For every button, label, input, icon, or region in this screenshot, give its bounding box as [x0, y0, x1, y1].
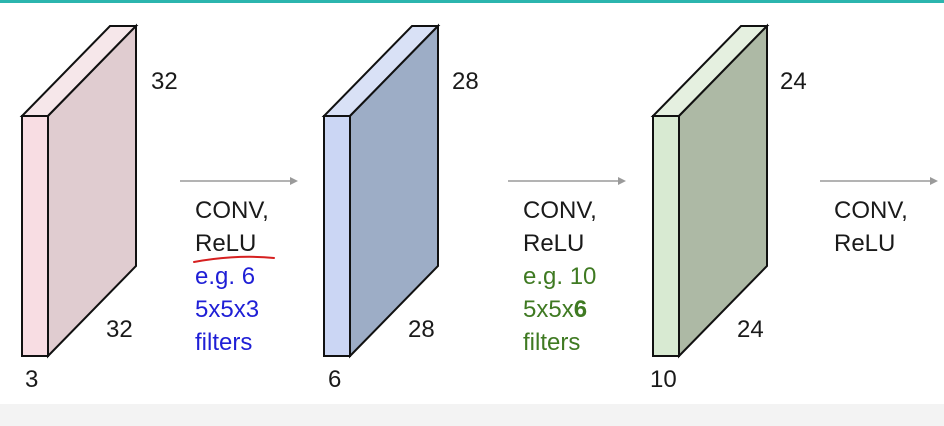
- volume-3: [650, 23, 770, 359]
- step-2-text: CONV, ReLU e.g. 10 5x5x6 filters: [523, 194, 597, 359]
- step-2-line-conv: CONV,: [523, 197, 597, 224]
- volume-3-width-label: 24: [737, 316, 764, 343]
- volume-1-depth-label: 3: [25, 366, 39, 393]
- step-1-text: CONV, ReLU e.g. 6 5x5x3 filters: [195, 194, 269, 359]
- step-2-line-relu: ReLU: [523, 230, 585, 257]
- step-1-line-filters: filters: [195, 329, 253, 356]
- arrow-1: [180, 177, 298, 185]
- relu-underline-annotation: [193, 255, 275, 263]
- step-2-line-example: e.g. 10: [523, 263, 597, 290]
- step-1-filter-size-text: 5x5x3: [195, 296, 260, 323]
- volume-1-width-label: 32: [106, 316, 133, 343]
- step-3-text: CONV, ReLU: [834, 194, 908, 260]
- step-1-line-filter-size: 5x5x3: [195, 293, 269, 326]
- arrow-2: [508, 177, 626, 185]
- volume-2-depth-label: 6: [328, 366, 342, 393]
- volume-2-width-label: 28: [408, 316, 435, 343]
- volume-1-front: [21, 115, 49, 357]
- step-2-line-filter-size: 5x5x6: [523, 293, 597, 326]
- step-2-filter-size-text: 5x5x: [523, 296, 574, 323]
- top-rule: [0, 0, 944, 3]
- volume-2: [321, 23, 441, 359]
- arrow-3: [820, 177, 938, 185]
- volume-1-height-label: 32: [151, 68, 178, 95]
- volume-3-depth-label: 10: [650, 366, 677, 393]
- step-2-line-filters: filters: [523, 329, 581, 356]
- volume-2-front: [323, 115, 351, 357]
- volume-3-front: [652, 115, 680, 357]
- volume-2-height-label: 28: [452, 68, 479, 95]
- step-2-filter-size-bold: 6: [573, 296, 588, 323]
- step-3-line-relu: ReLU: [834, 230, 896, 257]
- volume-1: [19, 23, 139, 359]
- footer-band: [0, 404, 944, 426]
- volume-3-height-label: 24: [780, 68, 807, 95]
- step-3-line-conv: CONV,: [834, 197, 908, 224]
- step-1-line-relu: ReLU: [195, 230, 257, 257]
- step-1-line-example: e.g. 6: [195, 263, 256, 290]
- step-1-line-conv: CONV,: [195, 197, 269, 224]
